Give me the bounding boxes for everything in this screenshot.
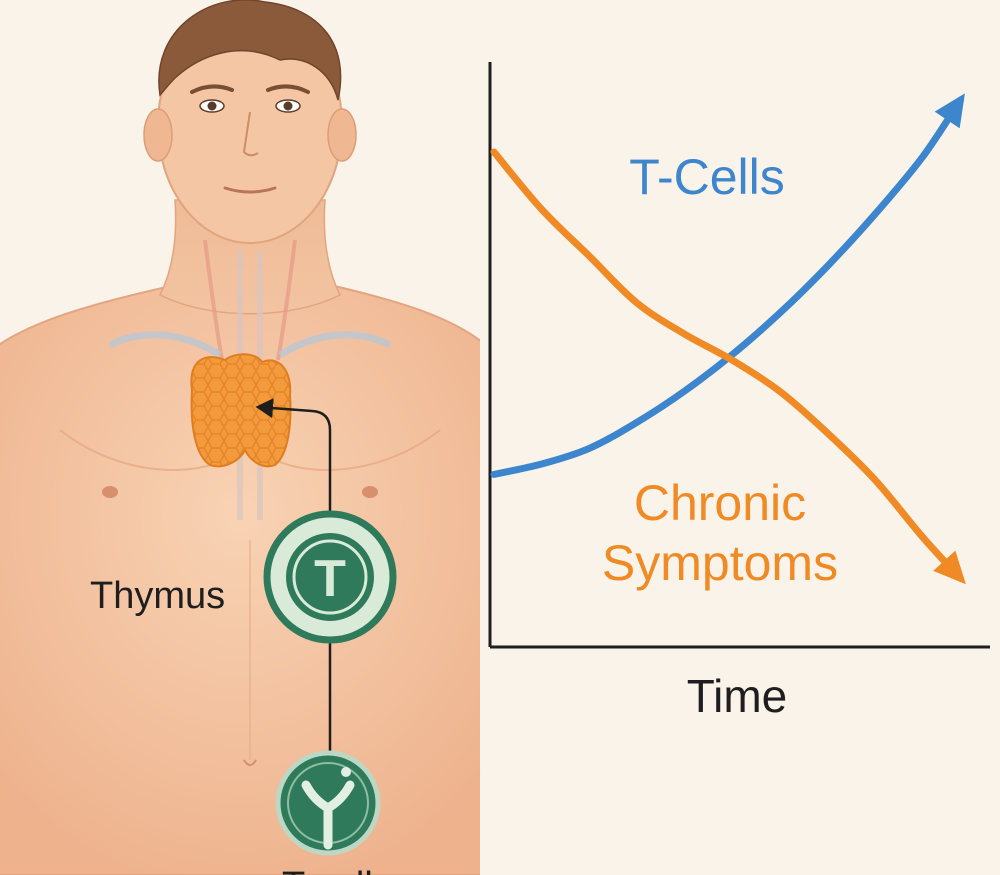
human-torso-figure [0,0,480,875]
subclavian-vessel-left [108,331,222,358]
series-arrowhead-chronic-symptoms [933,550,966,585]
series-line-chronic-symptoms [490,148,964,582]
t-cell-badge: T [263,510,397,644]
right-nipple [362,486,378,498]
right-ear [327,108,357,162]
hair [158,0,342,101]
left-nipple [102,486,118,498]
symptoms-annotation: Symptoms [602,535,838,591]
neck-vessel-right [276,239,297,361]
subclavian-vessel-right [278,331,392,358]
series-arrowhead-t-cells [934,93,965,129]
nose [242,111,259,157]
thymus-pointer-line [255,398,332,755]
left-iris [207,101,217,111]
tcell-bottom-label: T-cells [282,865,392,875]
navel [243,759,257,766]
pectoral-left [59,429,226,471]
left-eyebrow [190,84,234,94]
tcells-annotation: T-Cells [629,149,785,205]
thymus-label: Thymus [90,575,225,617]
thymus-organ [190,353,292,468]
pectoral-right [274,429,441,471]
left-ear [143,108,173,162]
x-axis-label: Time [687,670,788,722]
series-layer [490,93,966,585]
receptor-icon [301,780,355,850]
tcell-receptor-badge [275,750,381,856]
series-line-t-cells [490,96,964,478]
right-eyebrow [266,84,310,94]
neck-vessel-left [203,239,224,361]
t-badge-letter: T [314,550,346,608]
tcell-symptom-chart: Time T-Cells Chronic Symptoms [488,62,990,722]
right-iris [283,101,293,111]
antigen-dot [341,767,351,777]
chronic-annotation: Chronic [634,475,806,531]
mouth [223,186,277,194]
